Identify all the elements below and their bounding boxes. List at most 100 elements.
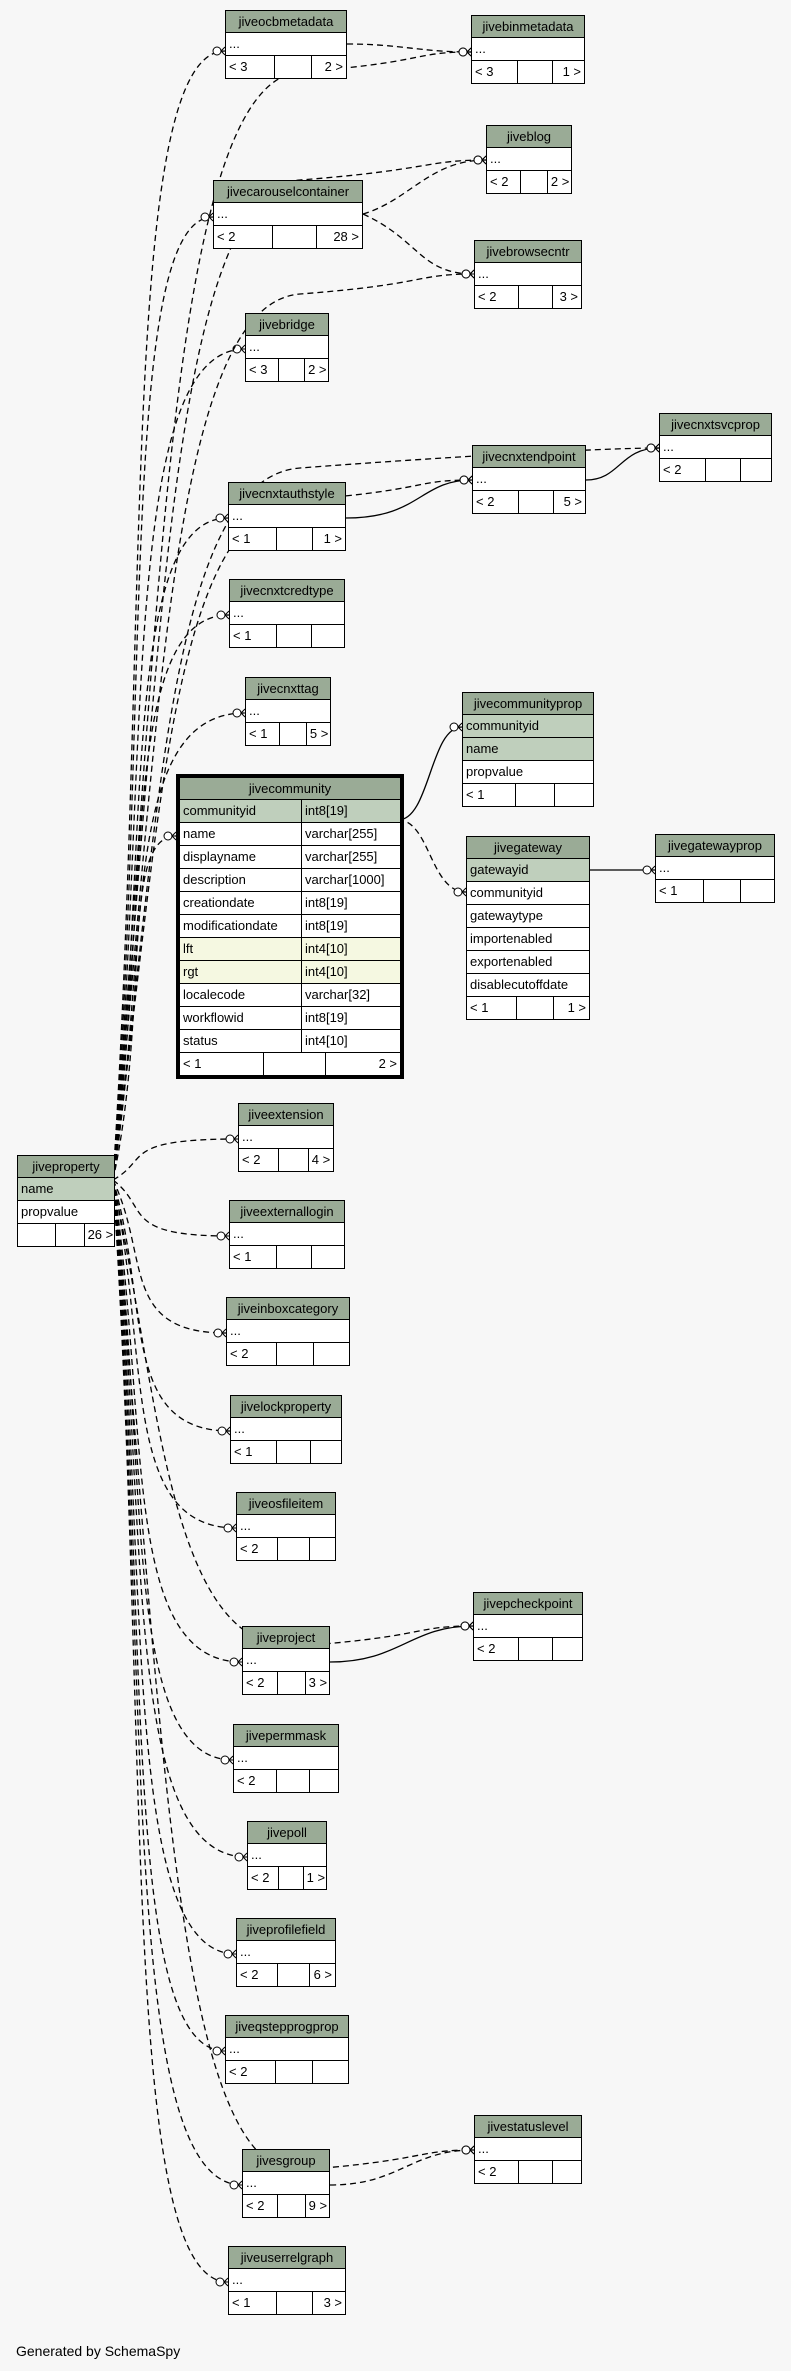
children-count[interactable]: 9 >	[308, 2198, 328, 2213]
table-title[interactable]: jivepermmask	[234, 1725, 338, 1747]
column-row[interactable]: ...	[237, 1515, 335, 1538]
children-count[interactable]: 3 >	[308, 1675, 328, 1690]
column-row[interactable]: ...	[248, 1844, 326, 1867]
parents-count[interactable]: < 2	[473, 491, 520, 513]
table-jivebinmetadata[interactable]: jivebinmetadata...< 3 1 >	[471, 15, 585, 84]
children-count[interactable]	[741, 459, 771, 481]
children-count[interactable]	[741, 880, 774, 902]
column-row[interactable]: importenabled	[467, 928, 589, 951]
parents-count[interactable]: < 2	[243, 1672, 279, 1694]
parents-count[interactable]: < 2	[226, 2061, 276, 2083]
parents-count[interactable]: < 2	[227, 1343, 277, 1365]
table-title[interactable]: jivesgroup	[243, 2150, 329, 2172]
parents-count[interactable]: < 2	[237, 1538, 279, 1560]
column-row[interactable]: gatewayid	[467, 859, 589, 882]
table-title[interactable]: jiveosfileitem	[237, 1493, 335, 1515]
column-row[interactable]: ...	[237, 1941, 335, 1964]
column-row[interactable]: communityid	[463, 715, 593, 738]
table-title[interactable]: jivebridge	[246, 314, 328, 336]
table-jivepcheckpoint[interactable]: jivepcheckpoint...< 2	[473, 1592, 583, 1661]
parents-count[interactable]: < 3	[226, 56, 275, 78]
column-row[interactable]: ...	[246, 336, 328, 359]
children-count[interactable]	[312, 1246, 344, 1268]
parents-count[interactable]	[18, 1224, 56, 1246]
parents-count[interactable]: < 2	[660, 459, 706, 481]
table-title[interactable]: jiveexternallogin	[230, 1201, 344, 1223]
column-row[interactable]: ...	[229, 505, 345, 528]
children-count[interactable]: 6 >	[313, 1967, 332, 1982]
table-jiveqstepprogprop[interactable]: jiveqstepprogprop...< 2	[225, 2015, 349, 2084]
table-jivegatewayprop[interactable]: jivegatewayprop...< 1	[655, 834, 775, 903]
column-row[interactable]: ...	[243, 2172, 329, 2195]
column-row[interactable]: ...	[473, 468, 585, 491]
column-row[interactable]: gatewaytype	[467, 905, 589, 928]
parents-count[interactable]: < 1	[229, 528, 277, 550]
column-row[interactable]: ...	[472, 38, 584, 61]
table-jivestatuslevel[interactable]: jivestatuslevel...< 2	[474, 2115, 582, 2184]
children-count[interactable]	[314, 1343, 349, 1365]
children-count[interactable]: 5 >	[563, 494, 582, 509]
table-jiveexternallogin[interactable]: jiveexternallogin...< 1	[229, 1200, 345, 1269]
table-jivepermmask[interactable]: jivepermmask...< 2	[233, 1724, 339, 1793]
parents-count[interactable]: < 1	[230, 625, 277, 647]
column-row[interactable]: ...	[226, 33, 346, 56]
column-row[interactable]: ...	[226, 2038, 348, 2061]
children-count[interactable]	[553, 1638, 582, 1660]
table-title[interactable]: jiveproject	[243, 1627, 329, 1649]
children-count[interactable]: 2 >	[308, 362, 327, 377]
children-count[interactable]: 4 >	[311, 1152, 331, 1167]
table-title[interactable]: jivelockproperty	[231, 1396, 341, 1418]
parents-count[interactable]: < 2	[474, 1638, 519, 1660]
children-count[interactable]: 28 >	[333, 229, 359, 244]
parents-count[interactable]: < 1	[463, 784, 516, 806]
parents-count[interactable]: < 2	[487, 171, 522, 193]
parents-count[interactable]: < 1	[229, 2292, 277, 2314]
parents-count[interactable]: < 1	[230, 1246, 277, 1268]
table-jiveinboxcategory[interactable]: jiveinboxcategory...< 2	[226, 1297, 350, 1366]
parents-count[interactable]: < 2	[475, 286, 520, 308]
table-title[interactable]: jivecnxtsvcprop	[660, 414, 771, 436]
children-count[interactable]: 1 >	[562, 64, 581, 79]
table-title[interactable]: jivepcheckpoint	[474, 1593, 582, 1615]
table-title[interactable]: jivecnxttag	[246, 678, 330, 700]
children-count[interactable]: 2 >	[550, 174, 570, 189]
parents-count[interactable]: < 2	[243, 2195, 279, 2217]
table-title[interactable]: jivecnxtcredtype	[230, 580, 344, 602]
children-count[interactable]	[555, 784, 593, 806]
table-title[interactable]: jiveinboxcategory	[227, 1298, 349, 1320]
table-title[interactable]: jivestatuslevel	[475, 2116, 581, 2138]
table-jiveosfileitem[interactable]: jiveosfileitem...< 2	[236, 1492, 336, 1561]
column-row[interactable]: ...	[234, 1747, 338, 1770]
column-row[interactable]: name	[463, 738, 593, 761]
table-title[interactable]: jiveproperty	[18, 1156, 114, 1178]
column-row[interactable]: ...	[231, 1418, 341, 1441]
children-count[interactable]: 2 >	[378, 1056, 397, 1071]
table-jivelockproperty[interactable]: jivelockproperty...< 1	[230, 1395, 342, 1464]
children-count[interactable]: 2 >	[324, 59, 343, 74]
table-jivecnxtsvcprop[interactable]: jivecnxtsvcprop...< 2	[659, 413, 772, 482]
children-count[interactable]: 3 >	[323, 2295, 342, 2310]
children-count[interactable]: 1 >	[323, 531, 342, 546]
table-title[interactable]: jivegatewayprop	[656, 835, 774, 857]
table-jivesgroup[interactable]: jivesgroup...< 2 9 >	[242, 2149, 330, 2218]
children-count[interactable]	[312, 625, 344, 647]
parents-count[interactable]: < 3	[472, 61, 519, 83]
table-title[interactable]: jivecarouselcontainer	[214, 181, 362, 203]
column-row[interactable]: communityid	[467, 882, 589, 905]
table-title[interactable]: jivebinmetadata	[472, 16, 584, 38]
